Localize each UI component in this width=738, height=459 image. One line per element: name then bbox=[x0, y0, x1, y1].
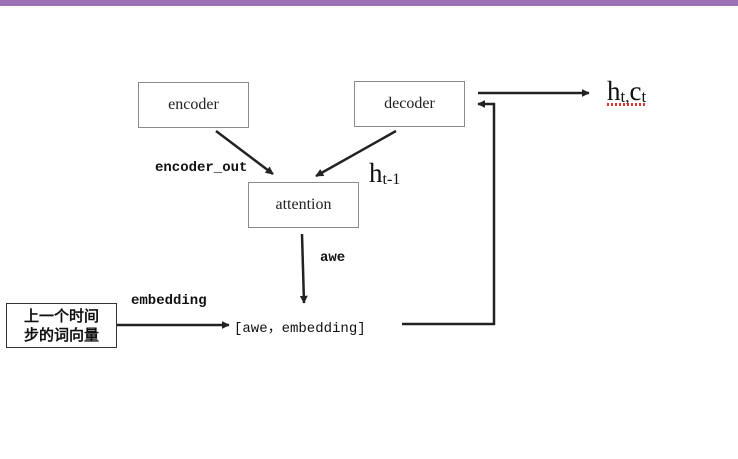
attention-label: attention bbox=[275, 196, 332, 213]
previous-word-embedding-node: 上一个时间 步的词向量 bbox=[6, 303, 117, 348]
top-accent-bar bbox=[0, 0, 738, 6]
encoder-node: encoder bbox=[138, 82, 249, 128]
out-c-base: c bbox=[629, 76, 642, 106]
arrow-attention-to-concat bbox=[299, 233, 308, 304]
arrow-concat-to-decoder bbox=[402, 100, 496, 326]
arrow-decoder-to-attention bbox=[315, 129, 397, 178]
h-prev-subscript: t-1 bbox=[382, 171, 401, 188]
concat-node: [awe，embedding] bbox=[234, 321, 366, 337]
out-h-base: h bbox=[607, 76, 621, 106]
attention-node: attention bbox=[248, 182, 359, 228]
hidden-state-prev-label: ht-1 bbox=[369, 158, 400, 189]
input-label-line1: 上一个时间 bbox=[23, 306, 99, 325]
decoder-label: decoder bbox=[384, 95, 435, 112]
out-separator: , bbox=[625, 87, 630, 106]
input-label-line2: 步的词向量 bbox=[23, 325, 99, 344]
spellcheck-underline bbox=[607, 103, 647, 106]
embedding-label: embedding bbox=[131, 293, 207, 309]
arrow-encoder-to-attention bbox=[215, 130, 274, 175]
out-c-subscript: t bbox=[641, 87, 647, 106]
h-prev-base: h bbox=[369, 158, 383, 188]
encoder-out-label: encoder_out bbox=[155, 160, 248, 176]
out-h-subscript: t bbox=[620, 87, 626, 106]
encoder-label: encoder bbox=[168, 96, 219, 113]
output-state-label: ht,ct bbox=[607, 76, 647, 107]
decoder-node: decoder bbox=[354, 81, 465, 127]
awe-label: awe bbox=[320, 250, 346, 266]
